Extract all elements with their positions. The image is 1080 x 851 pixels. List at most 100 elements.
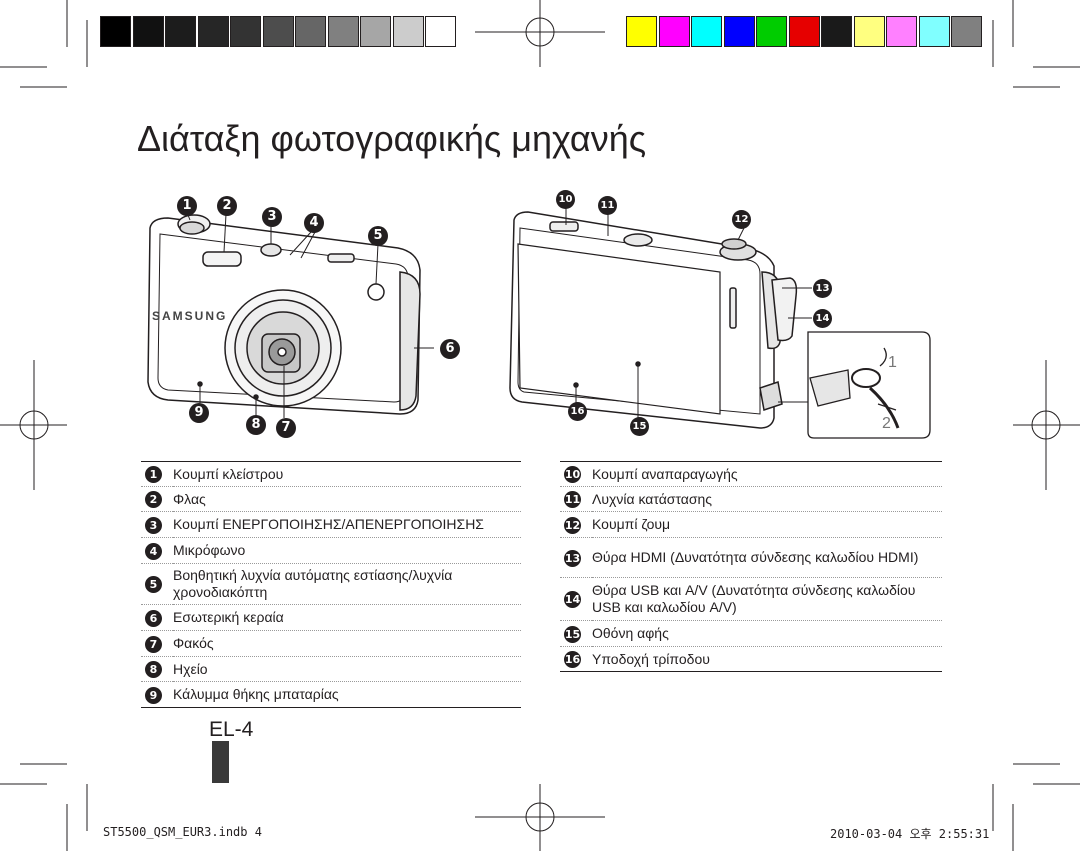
legend-row: 12 Κουμπί ζουμ xyxy=(560,511,942,538)
legend-number-cell: 15 xyxy=(560,620,592,647)
legend-text: Οθόνη αφής xyxy=(592,620,942,647)
legend-right: 10 Κουμπί αναπαραγωγής 11 Λυχνία κατάστασης… xyxy=(560,461,942,672)
legend-number-badge: 9 xyxy=(145,686,162,704)
camera-front-illustration: SAMSUNG xyxy=(147,209,434,418)
color-swatch xyxy=(723,16,755,47)
legend-number-badge: 8 xyxy=(145,661,162,678)
legend-number-cell: 9 xyxy=(141,682,173,708)
legend-text: Κουμπί κλείστρου xyxy=(173,461,521,487)
gray-swatch xyxy=(392,16,424,47)
color-swatch xyxy=(853,16,885,47)
legend-row: 14 Θύρα USB και A/V (Δυνατότητα σύνδεσης … xyxy=(560,577,942,621)
legend-row: 4 Μικρόφωνο xyxy=(141,537,521,564)
legend-number-cell: 5 xyxy=(141,563,173,605)
callout-14: 14 xyxy=(813,309,832,328)
legend-number-badge: 12 xyxy=(564,516,581,534)
gray-swatch xyxy=(230,16,261,47)
gray-swatch xyxy=(132,16,164,47)
legend-number-badge: 6 xyxy=(145,609,162,627)
legend-number-badge: 4 xyxy=(145,542,162,560)
legend-text: Μικρόφωνο xyxy=(173,537,521,564)
callout-15: 15 xyxy=(630,417,649,436)
legend-text: Κουμπί αναπαραγωγής xyxy=(592,461,942,487)
callout-11: 11 xyxy=(598,196,617,215)
legend-row: 10 Κουμπί αναπαραγωγής xyxy=(560,461,942,487)
callout-6: 6 xyxy=(440,339,460,359)
gray-swatch xyxy=(360,16,391,47)
callout-2: 2 xyxy=(217,196,237,216)
gray-swatch xyxy=(327,16,359,47)
legend-number-badge: 5 xyxy=(145,576,162,593)
legend-number-badge: 3 xyxy=(145,516,162,534)
color-swatch xyxy=(886,16,917,47)
legend-text: Θύρα HDMI (Δυνατότητα σύνδεσης καλωδίου … xyxy=(592,537,942,578)
legend-number-badge: 10 xyxy=(564,466,581,483)
legend-number-cell: 13 xyxy=(560,537,592,578)
color-swatch xyxy=(821,16,852,47)
legend-number-cell: 12 xyxy=(560,511,592,538)
callout-12: 12 xyxy=(732,210,751,229)
gray-swatch xyxy=(262,16,294,47)
legend-number-cell: 7 xyxy=(141,630,173,657)
legend-number-cell: 16 xyxy=(560,647,592,672)
legend-row: 13 Θύρα HDMI (Δυνατότητα σύνδεσης καλωδίο… xyxy=(560,537,942,578)
strap-step-2: 2 xyxy=(882,415,891,432)
gray-swatch xyxy=(295,16,326,47)
callout-8: 8 xyxy=(246,415,266,435)
strap-step-1: 1 xyxy=(888,354,897,371)
legend-number-badge: 14 xyxy=(564,591,581,608)
legend-number-badge: 7 xyxy=(145,635,162,653)
legend-text: Βοηθητική λυχνία αυτόματης εστίασης/λυχν… xyxy=(173,563,521,605)
legend-text: Κάλυμμα θήκης μπαταρίας xyxy=(173,686,339,702)
callout-5: 5 xyxy=(368,226,388,246)
legend-text: Υποδοχή τρίποδου xyxy=(592,650,710,667)
legend-number-cell: 4 xyxy=(141,537,173,564)
footer-datetime: 2010-03-04 오후 2:55:31 xyxy=(830,827,990,841)
page-number: EL-4 xyxy=(209,718,254,741)
callout-4: 4 xyxy=(304,213,324,233)
gray-swatch xyxy=(197,16,229,47)
callout-13: 13 xyxy=(813,279,832,298)
legend-number-cell: 2 xyxy=(141,486,173,512)
legend-row: 5 Βοηθητική λυχνία αυτόματης εστίασης/λυχ… xyxy=(141,563,521,605)
legend-row: 11 Λυχνία κατάστασης xyxy=(560,486,942,512)
color-swatch xyxy=(788,16,820,47)
color-swatch xyxy=(626,16,657,47)
gray-swatch xyxy=(425,16,456,47)
legend-text: Κουμπί ζουμ xyxy=(592,511,942,538)
legend-number-badge: 11 xyxy=(564,491,581,508)
camera-back-illustration: 1 2 xyxy=(509,208,931,439)
legend-row: 9 Κάλυμμα θήκης μπαταρίας xyxy=(141,682,521,708)
legend-number-cell: 8 xyxy=(141,656,173,682)
legend-text: Θύρα USB και A/V (Δυνατότητα σύνδεσης κα… xyxy=(592,577,942,621)
footer-file: ST5500_QSM_EUR3.indb 4 xyxy=(103,825,262,839)
legend-text: Λυχνία κατάστασης xyxy=(592,486,942,512)
legend-number-cell: 10 xyxy=(560,461,592,487)
legend-text: Ηχείο xyxy=(173,656,521,682)
legend-number-cell: 1 xyxy=(141,461,173,487)
legend-number-badge: 13 xyxy=(564,549,581,567)
legend-number-cell: 6 xyxy=(141,604,173,631)
color-swatch xyxy=(691,16,722,47)
callout-9: 9 xyxy=(189,403,209,423)
callout-3: 3 xyxy=(262,207,282,227)
legend-number-cell: 14 xyxy=(560,577,592,621)
page-title: Διάταξη φωτογραφικής μηχανής xyxy=(137,118,647,159)
legend-number-cell: 3 xyxy=(141,511,173,538)
legend-number-cell: 11 xyxy=(560,486,592,512)
color-swatch xyxy=(756,16,787,47)
gray-swatch xyxy=(100,16,131,47)
legend-row: 8 Ηχείο xyxy=(141,656,521,682)
color-swatch xyxy=(918,16,950,47)
callout-16: 16 xyxy=(568,402,587,421)
callout-10: 10 xyxy=(556,190,575,209)
color-swatch xyxy=(951,16,982,47)
legend-text: Εσωτερική κεραία xyxy=(173,604,521,631)
section-tab xyxy=(212,741,229,783)
